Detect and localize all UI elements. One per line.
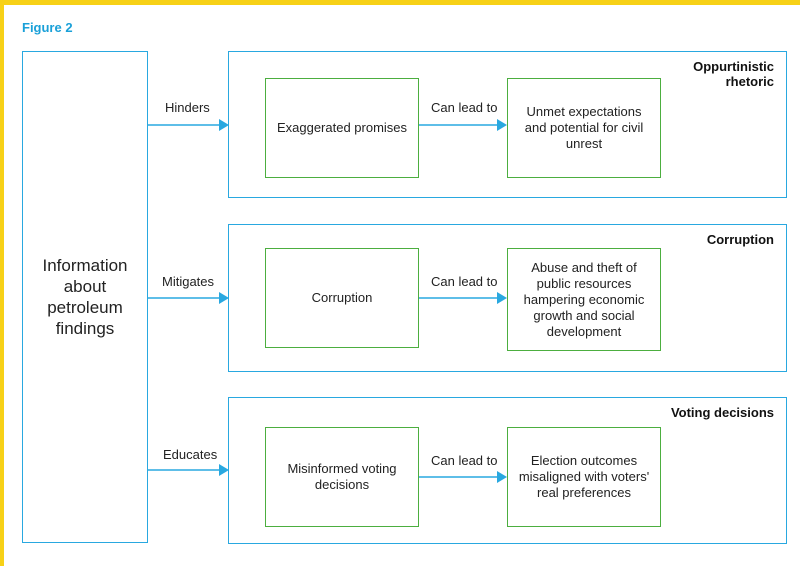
source-box-text: Information about petroleum findings [42,256,128,338]
panel-title-rhetoric: Oppurtinistic rhetoric [693,59,774,89]
cause-box-promises: Exaggerated promises [265,78,419,178]
panel-title-voting: Voting decisions [670,405,774,420]
outcome-box-unrest: Unmet expectations and potential for civ… [507,78,661,178]
cause-text-promises: Exaggerated promises [276,120,408,135]
effect-label-hinders: Hinders [165,100,210,115]
effect-label-mitigates: Mitigates [162,274,215,289]
outcome-text-election: Election outcomes misaligned with voters… [518,453,650,500]
cause-box-corruption: Corruption [265,248,419,348]
arrow-row1-head [497,119,507,131]
link-label-row3: Can lead to [431,453,498,468]
outcome-box-abuse: Abuse and theft of public resources hamp… [507,248,661,351]
panel-voting: Voting decisions [228,397,787,544]
source-box: Information about petroleum findings [22,51,148,543]
panel-title-corruption: Corruption [706,232,774,247]
cause-text-corruption: Corruption [311,290,373,305]
arrow-educates-head [219,464,229,476]
figure-label: Figure 2 [22,20,73,35]
cause-box-voting: Misinformed voting decisions [265,427,419,527]
outcome-text-unrest: Unmet expectations and potential for civ… [524,104,644,151]
arrow-mitigates-head [219,292,229,304]
outcome-text-abuse: Abuse and theft of public resources hamp… [523,259,645,339]
link-label-row2: Can lead to [431,274,498,289]
cause-text-voting: Misinformed voting decisions [287,461,397,492]
frame-left-border [0,0,4,566]
link-label-row1: Can lead to [431,100,498,115]
frame-top-border [0,0,800,5]
panel-rhetoric: Oppurtinistic rhetoric [228,51,787,198]
arrow-row3-head [497,471,507,483]
effect-label-educates: Educates [163,447,218,462]
outcome-box-election: Election outcomes misaligned with voters… [507,427,661,527]
arrow-row2-head [497,292,507,304]
arrow-hinders-head [219,119,229,131]
